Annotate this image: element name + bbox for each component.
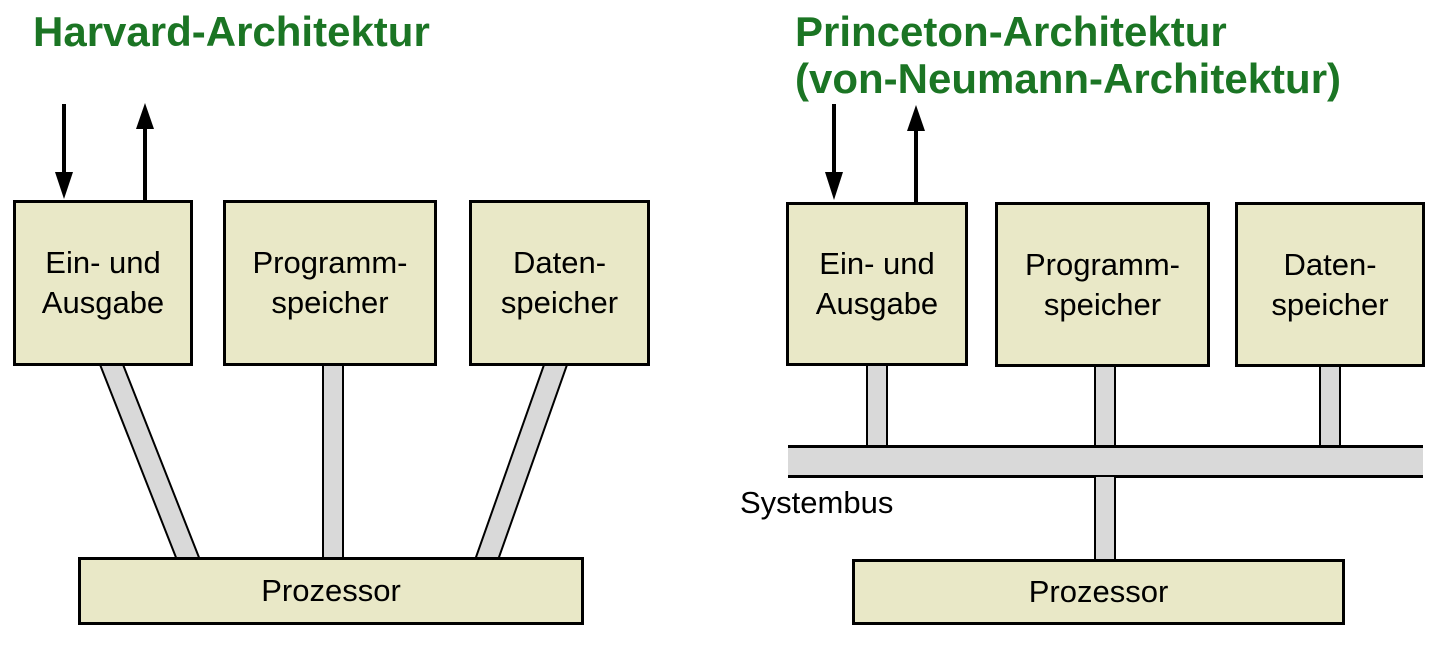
harvard-title-text: Harvard-Architektur xyxy=(33,8,430,55)
program-bus-bar xyxy=(1094,359,1116,448)
harvard-title: Harvard-Architektur xyxy=(33,8,430,55)
princeton-program-memory-box: Programm- speicher xyxy=(995,202,1210,367)
io-bus-bar xyxy=(866,359,888,448)
princeton-title-line1: Princeton-Architektur xyxy=(795,8,1227,55)
input-arrowhead-icon xyxy=(825,172,843,200)
princeton-data-memory-box: Daten- speicher xyxy=(1235,202,1425,367)
program-processor-bar xyxy=(322,361,344,561)
princeton-processor-box: Prozessor xyxy=(852,559,1345,625)
bus-processor-bar xyxy=(1094,475,1116,562)
princeton-data-label-line1: Daten- xyxy=(1283,246,1377,282)
systembus-bar xyxy=(788,445,1423,478)
harvard-io-label-line1: Ein- und xyxy=(45,245,161,280)
princeton-processor-label: Prozessor xyxy=(1028,574,1169,609)
data-bus-bar xyxy=(1319,359,1341,448)
harvard-program-label-line1: Programm- xyxy=(252,245,408,280)
harvard-data-memory-box: Daten- speicher xyxy=(469,200,650,366)
princeton-title: Princeton-Architektur (von-Neumann-Archi… xyxy=(795,8,1341,102)
princeton-data-label-line2: speicher xyxy=(1271,286,1389,322)
princeton-io-label-line2: Ausgabe xyxy=(815,286,939,321)
harvard-program-memory-box: Programm- speicher xyxy=(223,200,437,366)
harvard-data-label-line2: speicher xyxy=(500,285,619,320)
harvard-processor-label: Prozessor xyxy=(261,573,401,608)
harvard-processor-box: Prozessor xyxy=(78,557,584,625)
io-processor-bar xyxy=(97,361,202,561)
harvard-io-box: Ein- und Ausgabe xyxy=(13,200,193,366)
harvard-io-label-line2: Ausgabe xyxy=(41,285,165,320)
output-arrowhead-icon xyxy=(136,103,154,129)
princeton-io-box: Ein- und Ausgabe xyxy=(786,202,968,366)
systembus-label: Systembus xyxy=(740,485,894,520)
harvard-data-label-line1: Daten- xyxy=(512,245,607,280)
princeton-title-line2: (von-Neumann-Architektur) xyxy=(795,55,1342,102)
princeton-io-label-line1: Ein- und xyxy=(819,246,935,281)
output-arrowhead-icon xyxy=(907,105,925,131)
input-arrowhead-icon xyxy=(55,172,73,199)
harvard-program-label-line2: speicher xyxy=(271,285,389,320)
data-processor-bar xyxy=(473,361,570,561)
princeton-program-label-line2: speicher xyxy=(1043,286,1162,322)
princeton-program-label-line1: Programm- xyxy=(1024,246,1180,282)
